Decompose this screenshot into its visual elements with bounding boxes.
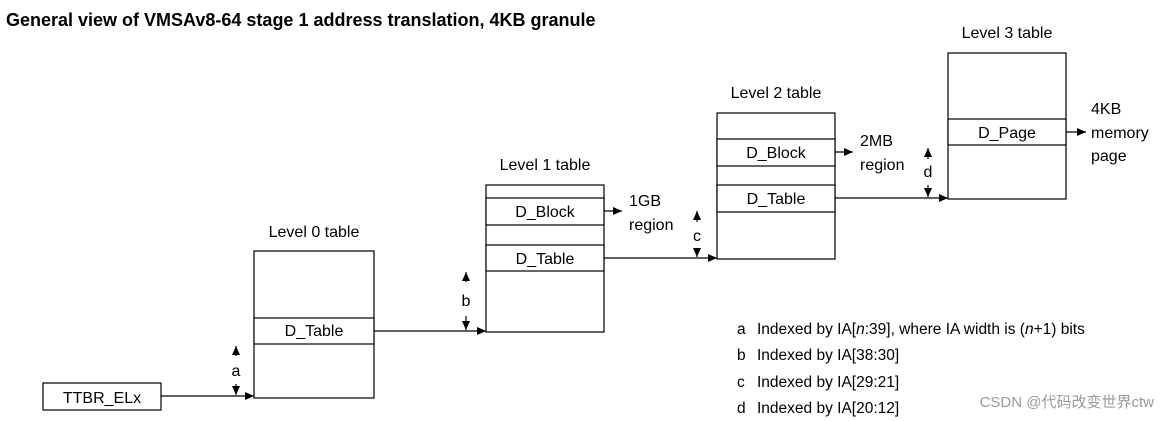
legend-key-a: a: [737, 321, 746, 338]
level2-entry-d-block-label: D_Block: [746, 145, 807, 162]
diagram-title: General view of VMSAv8-64 stage 1 addres…: [6, 10, 596, 30]
legend-key-b: b: [737, 347, 746, 364]
region-2mb-line1: 2MB: [860, 133, 893, 150]
legend-key-c: c: [737, 374, 745, 391]
index-marker-d: d: [924, 148, 933, 197]
ttbr-register-box: [42, 382, 162, 411]
level3-entry-d-page-label: D_Page: [978, 125, 1036, 142]
level1-entry-d-table: [485, 244, 605, 272]
ttbr-register-label: TTBR_ELx: [63, 390, 141, 407]
region-4kb-line3: page: [1091, 148, 1127, 165]
level3-entry-d-page: [947, 118, 1067, 146]
index-marker-d-label: d: [924, 164, 933, 181]
level0-caption: Level 0 table: [269, 224, 360, 241]
region-1gb-line1: 1GB: [629, 193, 661, 210]
level2-entry-d-table-label: D_Table: [747, 191, 806, 208]
index-marker-c: c: [693, 211, 701, 257]
level3-caption: Level 3 table: [962, 25, 1053, 42]
level1-caption: Level 1 table: [500, 157, 591, 174]
level1-entry-d-block-label: D_Block: [515, 204, 576, 221]
region-4kb-line1: 4KB: [1091, 101, 1121, 118]
index-marker-c-label: c: [693, 228, 701, 245]
level2-caption: Level 2 table: [731, 85, 822, 102]
region-1gb-line2: region: [629, 217, 673, 234]
level2-entry-d-block: [716, 138, 836, 167]
index-marker-a: a: [232, 346, 241, 395]
legend: a Indexed by IA[n:39], where IA width is…: [737, 321, 1085, 417]
index-marker-a-label: a: [232, 363, 241, 380]
legend-key-d: d: [737, 400, 746, 417]
region-2mb-line2: region: [860, 157, 904, 174]
index-marker-b-label: b: [462, 293, 471, 310]
level1-entry-d-table-label: D_Table: [516, 251, 575, 268]
level0-entry-d-table-label: D_Table: [285, 323, 344, 340]
index-marker-b: b: [462, 272, 471, 330]
legend-item-a: a Indexed by IA[n:39], where IA width is…: [737, 321, 1085, 338]
level2-entry-d-table: [716, 184, 836, 213]
level0-entry-d-table: [253, 317, 375, 345]
csdn-watermark: CSDN @代码改变世界ctw: [980, 394, 1155, 411]
region-4kb-line2: memory: [1091, 125, 1149, 142]
